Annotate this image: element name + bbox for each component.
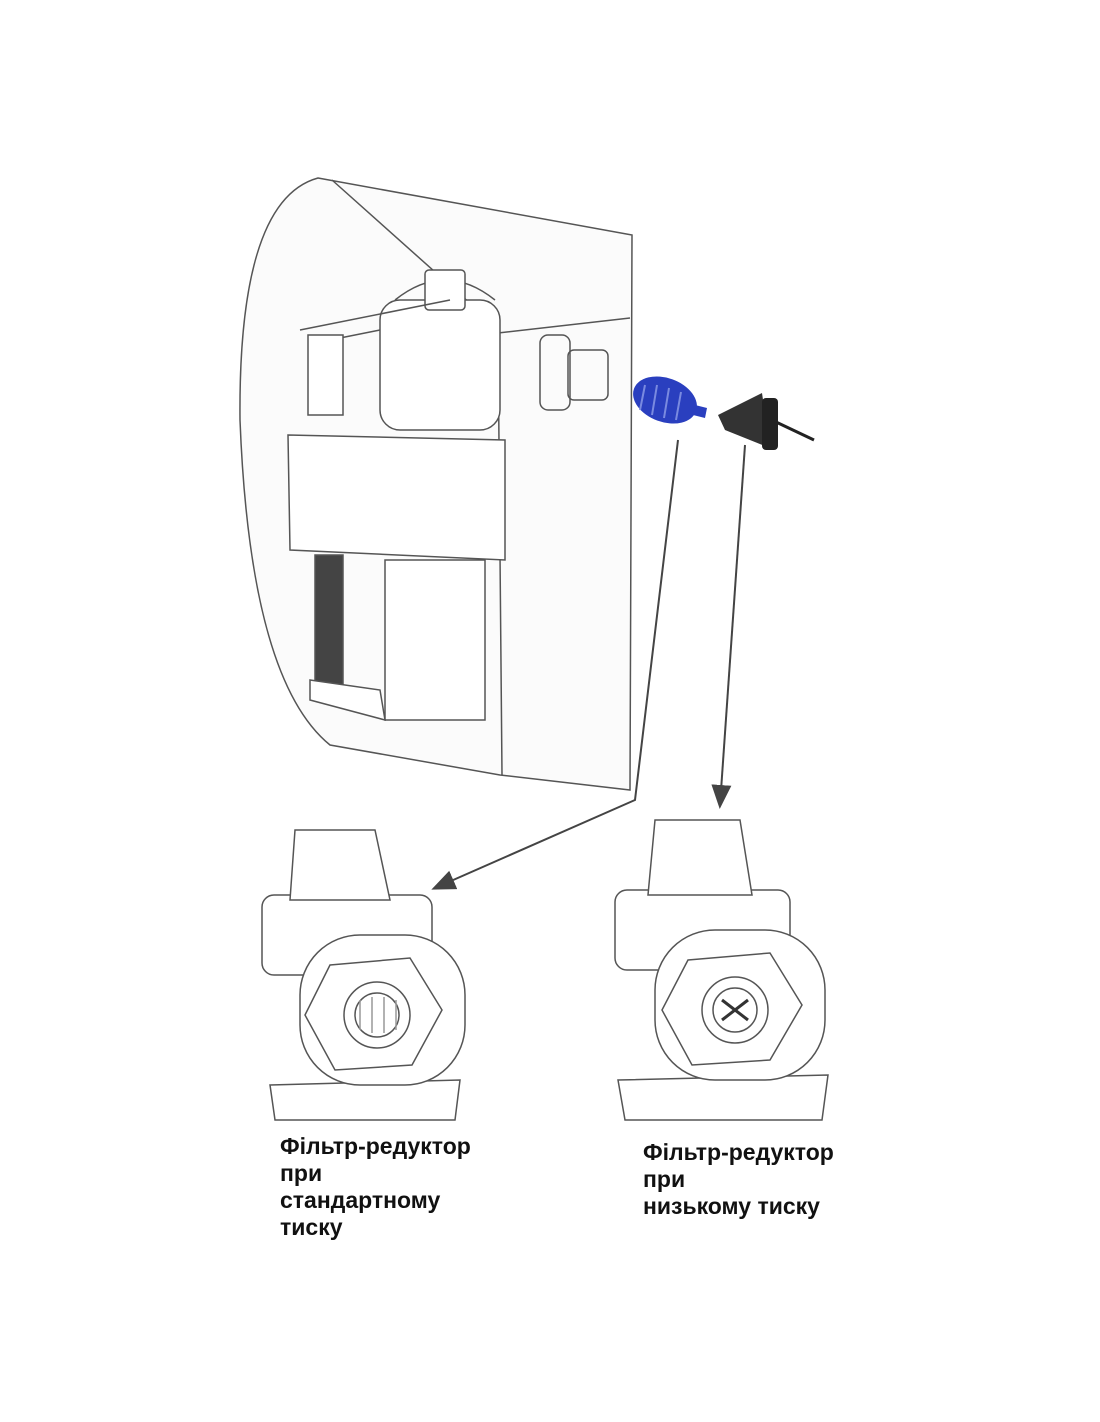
filter-mesh-illustration	[633, 376, 707, 424]
cistern-illustration	[239, 177, 633, 791]
arrow-low	[711, 444, 746, 809]
caption-line: при	[643, 1166, 686, 1192]
caption-line: Фільтр-редуктор	[280, 1133, 471, 1159]
arrow-standard	[431, 439, 679, 890]
caption-line: при	[280, 1160, 323, 1186]
caption-standard-pressure: Фільтр-редуктор при стандартному тиску	[280, 1133, 471, 1241]
pressure-reducer-illustration	[718, 393, 815, 450]
caption-line: тиску	[280, 1214, 343, 1240]
valve-low-illustration	[614, 819, 829, 1121]
fill-valve-illustration	[287, 269, 506, 722]
caption-line: стандартному	[280, 1187, 441, 1213]
caption-low-pressure: Фільтр-редуктор при низькому тиску	[643, 1139, 834, 1220]
caption-line: Фільтр-редуктор	[643, 1139, 834, 1165]
valve-standard-illustration	[261, 829, 466, 1121]
caption-line: низькому тиску	[643, 1193, 820, 1219]
